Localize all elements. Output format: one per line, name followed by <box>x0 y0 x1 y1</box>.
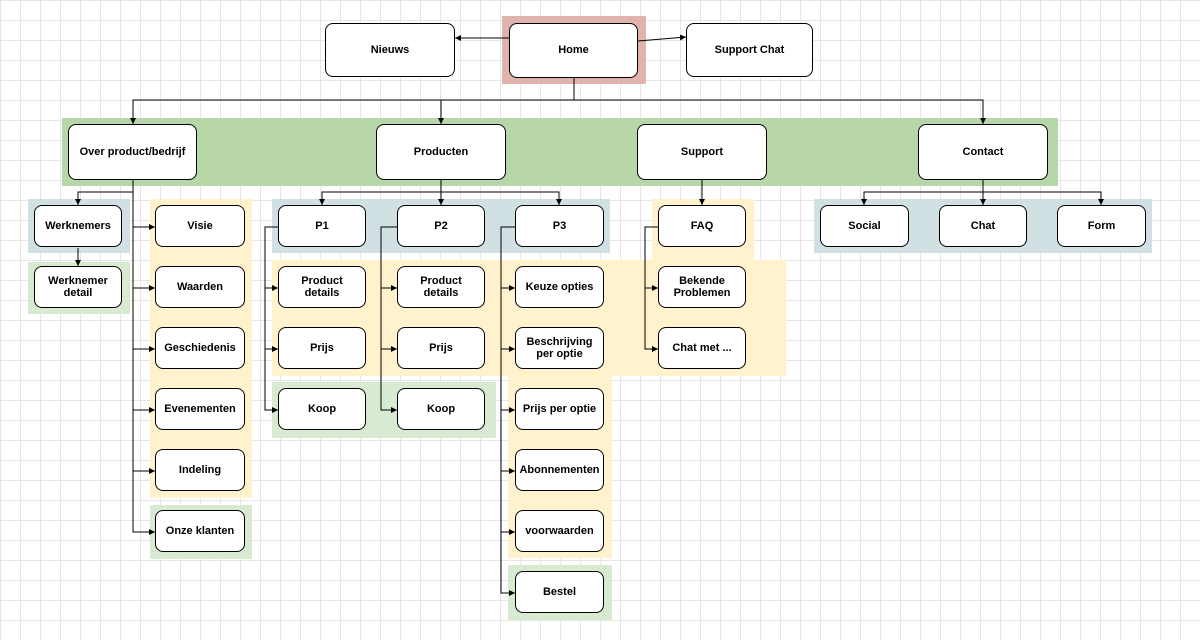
p2-node[interactable]: P2 <box>397 205 485 247</box>
chat-node[interactable]: Chat <box>939 205 1027 247</box>
bekende-problemen-label: Bekende Problemen <box>673 274 731 299</box>
keuze-opties-node[interactable]: Keuze opties <box>515 266 604 308</box>
p2-koop-label: Koop <box>426 402 456 415</box>
beschrijving-per-optie-label: Beschrijving per optie <box>526 335 593 360</box>
visie-node[interactable]: Visie <box>155 205 245 247</box>
support-chat-label: Support Chat <box>714 43 785 56</box>
producten-label: Producten <box>413 145 469 158</box>
p1-product-details-node[interactable]: Product details <box>278 266 366 308</box>
p2-product-details-label: Product details <box>420 274 462 299</box>
p1-prijs-node[interactable]: Prijs <box>278 327 366 369</box>
p2-prijs-node[interactable]: Prijs <box>397 327 485 369</box>
chat-met-label: Chat met ... <box>672 341 732 354</box>
producten-node[interactable]: Producten <box>376 124 506 180</box>
p1-label: P1 <box>315 219 329 232</box>
evenementen-label: Evenementen <box>164 402 236 415</box>
category-band <box>62 118 1058 186</box>
nieuws-label: Nieuws <box>370 43 410 56</box>
waarden-label: Waarden <box>176 280 224 293</box>
p2-koop-node[interactable]: Koop <box>397 388 485 430</box>
form-node[interactable]: Form <box>1057 205 1146 247</box>
p2-prijs-label: Prijs <box>429 341 453 354</box>
p3-label: P3 <box>552 219 567 232</box>
p1-node[interactable]: P1 <box>278 205 366 247</box>
p1-product-details-label: Product details <box>301 274 343 299</box>
p3-node[interactable]: P3 <box>515 205 604 247</box>
contact-label: Contact <box>962 145 1004 158</box>
nieuws-node[interactable]: Nieuws <box>325 23 455 77</box>
werknemer-detail-node[interactable]: Werknemer detail <box>34 266 122 308</box>
werknemer-detail-label: Werknemer detail <box>48 274 108 299</box>
voorwaarden-node[interactable]: voorwaarden <box>515 510 604 552</box>
prijs-per-optie-node[interactable]: Prijs per optie <box>515 388 604 430</box>
geschiedenis-node[interactable]: Geschiedenis <box>155 327 245 369</box>
prijs-per-optie-label: Prijs per optie <box>522 402 597 415</box>
chat-label: Chat <box>970 219 996 232</box>
support-chat-node[interactable]: Support Chat <box>686 23 813 77</box>
bestel-label: Bestel <box>542 585 577 598</box>
beschrijving-per-optie-node[interactable]: Beschrijving per optie <box>515 327 604 369</box>
indeling-node[interactable]: Indeling <box>155 449 245 491</box>
onze-klanten-label: Onze klanten <box>165 524 235 537</box>
waarden-node[interactable]: Waarden <box>155 266 245 308</box>
onze-klanten-node[interactable]: Onze klanten <box>155 510 245 552</box>
p2-product-details-node[interactable]: Product details <box>397 266 485 308</box>
home-label: Home <box>558 44 589 57</box>
p1-koop-node[interactable]: Koop <box>278 388 366 430</box>
visie-label: Visie <box>187 219 213 232</box>
support-node[interactable]: Support <box>637 124 767 180</box>
p1-koop-label: Koop <box>307 402 337 415</box>
p2-label: P2 <box>434 219 448 232</box>
faq-node[interactable]: FAQ <box>658 205 746 247</box>
evenementen-node[interactable]: Evenementen <box>155 388 245 430</box>
keuze-opties-label: Keuze opties <box>525 280 594 293</box>
chat-met-node[interactable]: Chat met ... <box>658 327 746 369</box>
geschiedenis-label: Geschiedenis <box>164 341 236 354</box>
support-label: Support <box>680 145 724 158</box>
p1-prijs-label: Prijs <box>310 341 334 354</box>
social-node[interactable]: Social <box>820 205 909 247</box>
abonnementen-label: Abonnementen <box>519 463 600 476</box>
faq-label: FAQ <box>690 219 714 232</box>
werknemers-node[interactable]: Werknemers <box>34 205 122 247</box>
contact-node[interactable]: Contact <box>918 124 1048 180</box>
home-node[interactable]: Home <box>509 23 638 78</box>
werknemers-label: Werknemers <box>45 219 111 232</box>
indeling-label: Indeling <box>178 463 222 476</box>
bestel-node[interactable]: Bestel <box>515 571 604 613</box>
abonnementen-node[interactable]: Abonnementen <box>515 449 604 491</box>
bekende-problemen-node[interactable]: Bekende Problemen <box>658 266 746 308</box>
voorwaarden-label: voorwaarden <box>525 524 594 537</box>
over-label: Over product/bedrijf <box>79 145 186 158</box>
over-node[interactable]: Over product/bedrijf <box>68 124 197 180</box>
form-label: Form <box>1087 219 1116 232</box>
social-label: Social <box>848 219 881 232</box>
